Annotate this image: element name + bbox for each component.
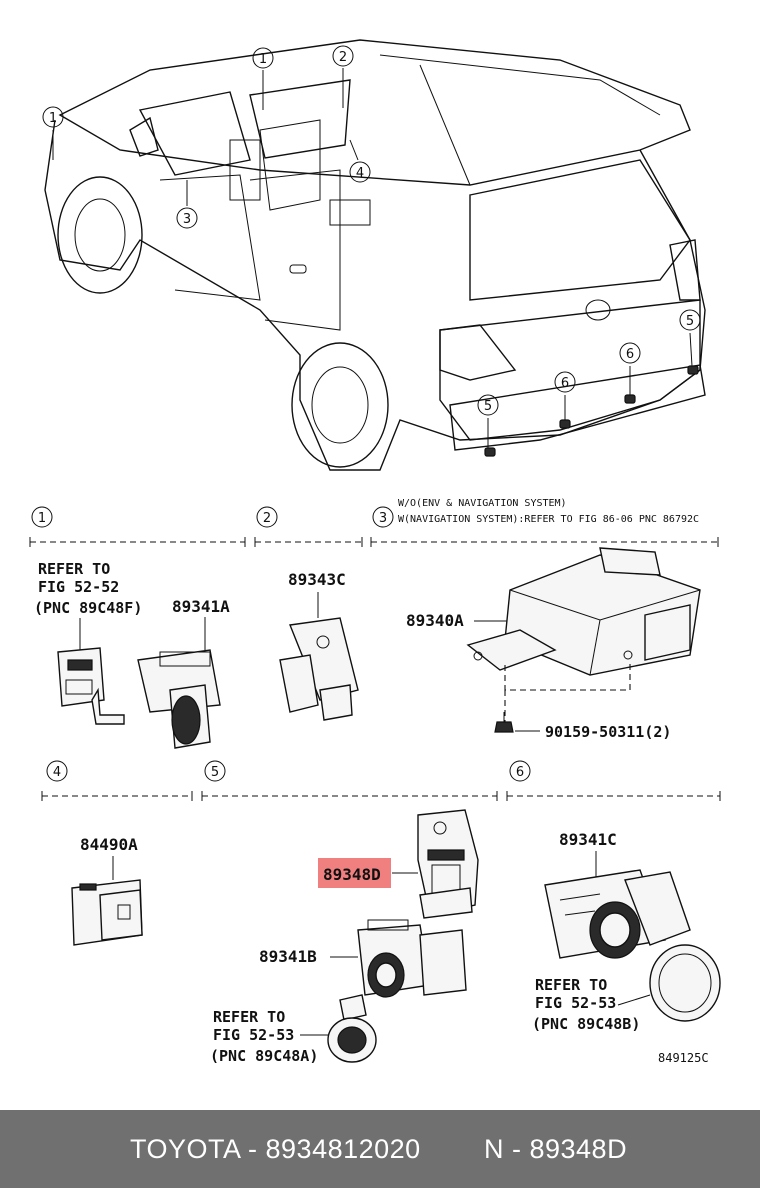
svg-text:2: 2 [263, 511, 271, 526]
section-1-header: 1 [29, 506, 246, 547]
part-label-89341B: 89341B [259, 947, 358, 966]
svg-text:2: 2 [339, 50, 347, 65]
ref-note-section-5: REFER TO FIG 52-53 (PNC 89C48A) [210, 1008, 330, 1065]
retainer-89348D-drawing [417, 809, 479, 919]
ref-note-section-6: REFER TO FIG 52-53 (PNC 89C48B) [532, 976, 640, 1033]
svg-text:89341B: 89341B [259, 947, 317, 966]
part-label-89340A: 89340A [406, 611, 510, 630]
vehicle-callout-5b: 5 [679, 309, 701, 331]
vehicle-callout-1b: 1 [42, 106, 64, 128]
switch-89343C-drawing [279, 617, 359, 721]
svg-text:89341A: 89341A [172, 597, 230, 616]
svg-text:W/O(ENV & NAVIGATION SYSTEM): W/O(ENV & NAVIGATION SYSTEM) [398, 498, 567, 509]
part-label-89343C: 89343C [288, 570, 346, 618]
sensor-89341B-drawing [357, 919, 467, 998]
footer-part-number: TOYOTA - 8934812020 [130, 1134, 421, 1164]
svg-text:3: 3 [183, 212, 191, 227]
sensor-89341A-drawing [137, 649, 221, 749]
part-label-90159-50311: 90159-50311(2) [515, 723, 671, 741]
vehicle-callout-2: 2 [332, 45, 354, 67]
svg-text:FIG 52-53: FIG 52-53 [535, 994, 616, 1012]
vehicle-callout-1a: 1 [252, 47, 274, 69]
section-3-header: 3 W/O(ENV & NAVIGATION SYSTEM) W(NAVIGAT… [370, 498, 719, 547]
section-5-header: 5 [201, 760, 498, 801]
part-label-84490A: 84490A [80, 835, 138, 880]
vehicle-callout-5a: 5 [477, 394, 499, 416]
svg-text:1: 1 [49, 111, 57, 126]
svg-text:3: 3 [379, 511, 387, 526]
svg-text:REFER TO: REFER TO [38, 560, 110, 578]
svg-text:89340A: 89340A [406, 611, 464, 630]
svg-text:89341C: 89341C [559, 830, 617, 849]
svg-text:84490A: 84490A [80, 835, 138, 854]
svg-text:REFER TO: REFER TO [213, 1008, 285, 1026]
svg-text:89343C: 89343C [288, 570, 346, 589]
svg-text:FIG 52-53: FIG 52-53 [213, 1026, 294, 1044]
svg-text:4: 4 [356, 166, 364, 181]
svg-text:6: 6 [516, 765, 524, 780]
svg-text:(PNC 89C48F): (PNC 89C48F) [34, 599, 142, 617]
vehicle-callout-4: 4 [349, 161, 371, 183]
vehicle-callout-6a: 6 [554, 371, 576, 393]
svg-text:5: 5 [211, 765, 219, 780]
part-label-89341C: 89341C [559, 830, 617, 878]
svg-text:5: 5 [484, 399, 492, 414]
section-6-header: 6 [506, 760, 721, 801]
switch-84490A-drawing [71, 879, 143, 946]
svg-text:4: 4 [53, 765, 61, 780]
parts-diagram: 1 2 1 3 4 5 6 6 5 1 2 [29, 39, 721, 1065]
vehicle-illustration [44, 39, 706, 471]
ecu-89340A-drawing [466, 547, 701, 722]
footer-pnc-code: N - 89348D [484, 1134, 628, 1164]
svg-text:90159-50311(2): 90159-50311(2) [545, 723, 671, 741]
section-2-header: 2 [254, 506, 363, 547]
svg-text:REFER TO: REFER TO [535, 976, 607, 994]
diagram-code: 849125C [658, 1051, 709, 1065]
vehicle-callout-6b: 6 [619, 342, 641, 364]
ref-note-section-1: REFER TO FIG 52-52 (PNC 89C48F) [34, 560, 142, 650]
svg-text:89348D: 89348D [323, 865, 381, 884]
footer-bar: TOYOTA - 8934812020 N - 89348D [0, 1110, 760, 1188]
section-4-header: 4 [41, 760, 193, 801]
svg-text:1: 1 [38, 511, 46, 526]
bracket-part-drawing [57, 647, 125, 725]
svg-text:1: 1 [259, 52, 267, 67]
svg-text:5: 5 [686, 314, 694, 329]
part-label-89341A: 89341A [172, 597, 230, 650]
svg-text:6: 6 [561, 376, 569, 391]
sensor-89341C-drawing [544, 869, 691, 959]
vehicle-callout-3: 3 [176, 207, 198, 229]
svg-text:(PNC 89C48A): (PNC 89C48A) [210, 1047, 318, 1065]
ring-89C48B-drawing [617, 944, 721, 1022]
svg-text:6: 6 [626, 347, 634, 362]
svg-text:FIG 52-52: FIG 52-52 [38, 578, 119, 596]
svg-text:W(NAVIGATION SYSTEM):REFER TO: W(NAVIGATION SYSTEM):REFER TO FIG 86-06 … [398, 514, 699, 525]
part-label-89348D[interactable]: 89348D [318, 858, 418, 888]
svg-text:(PNC 89C48B): (PNC 89C48B) [532, 1015, 640, 1033]
bolt-90159-drawing [494, 712, 514, 733]
ring-89C48A-drawing [327, 994, 377, 1063]
